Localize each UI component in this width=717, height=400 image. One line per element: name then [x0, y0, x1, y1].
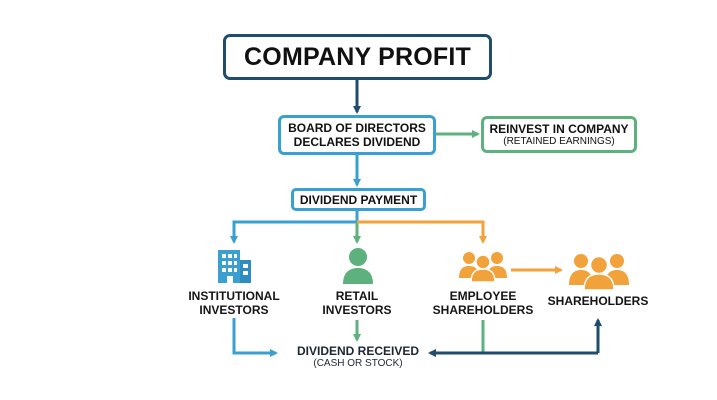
- retail-investors-label: RETAIL INVESTORS: [307, 289, 407, 317]
- employee-line-1: EMPLOYEE: [449, 289, 517, 303]
- group-icon: [569, 254, 629, 290]
- reinvest-line-1: REINVEST IN COMPANY: [489, 121, 629, 136]
- board-line-2: DECLARES DIVIDEND: [293, 135, 421, 149]
- group-icon: [459, 252, 507, 282]
- office-building-icon: [218, 250, 251, 283]
- shareholders-text: SHAREHOLDERS: [547, 294, 649, 308]
- dividend-received-label: DIVIDEND RECEIVED (CASH OR STOCK): [283, 344, 433, 370]
- received-line-2: (CASH OR STOCK): [313, 358, 403, 369]
- retail-line-1: RETAIL: [335, 289, 379, 303]
- institutional-investors-label: INSTITUTIONAL INVESTORS: [174, 289, 294, 317]
- board-line-1: BOARD OF DIRECTORS: [288, 121, 426, 135]
- dividend-payment-label: DIVIDEND PAYMENT: [299, 192, 418, 207]
- board-declares-box: BOARD OF DIRECTORS DECLARES DIVIDEND: [278, 115, 436, 155]
- retail-line-2: INVESTORS: [322, 303, 392, 317]
- employee-line-2: SHAREHOLDERS: [432, 303, 534, 317]
- received-line-1: DIVIDEND RECEIVED: [296, 344, 420, 358]
- arrow-payment-to-institutional: [230, 211, 359, 244]
- arrow-payment-to-employee: [357, 220, 487, 244]
- institutional-line-1: INSTITUTIONAL: [188, 289, 280, 303]
- person-icon: [343, 248, 373, 284]
- dividend-payment-box: DIVIDEND PAYMENT: [291, 188, 426, 211]
- employee-shareholders-label: EMPLOYEE SHAREHOLDERS: [423, 289, 543, 317]
- shareholders-label: SHAREHOLDERS: [542, 294, 654, 308]
- company-profit-title: COMPANY PROFIT: [244, 42, 471, 71]
- institutional-line-2: INVESTORS: [199, 303, 269, 317]
- arrow-institutional-to-received: [232, 318, 278, 357]
- reinvest-line-2: (RETAINED EARNINGS): [503, 135, 615, 147]
- company-profit-box: COMPANY PROFIT: [223, 34, 492, 80]
- reinvest-box: REINVEST IN COMPANY (RETAINED EARNINGS): [481, 116, 637, 153]
